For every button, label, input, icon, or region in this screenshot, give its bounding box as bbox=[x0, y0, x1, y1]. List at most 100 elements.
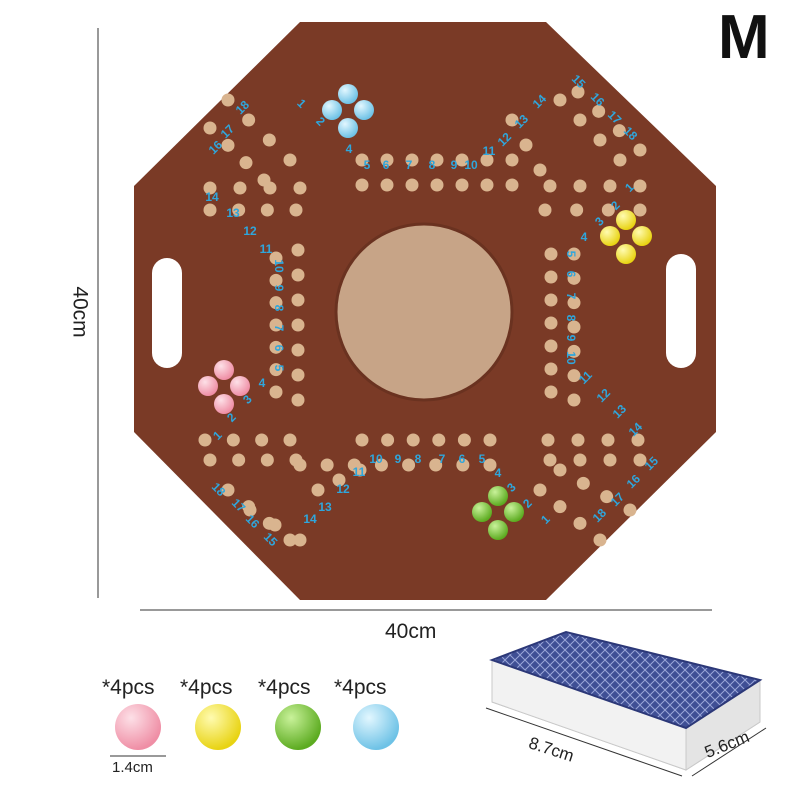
peg-hole bbox=[311, 483, 325, 497]
track-number: 7 bbox=[406, 158, 413, 172]
peg-hole bbox=[291, 243, 305, 257]
pink-marble-icon bbox=[230, 376, 250, 396]
blue-count-label: *4pcs bbox=[334, 676, 387, 699]
peg-hole bbox=[456, 458, 470, 472]
peg-hole bbox=[544, 385, 558, 399]
peg-hole bbox=[269, 385, 283, 399]
peg-hole bbox=[203, 203, 217, 217]
peg-hole bbox=[293, 181, 307, 195]
track-number: 9 bbox=[272, 285, 286, 292]
pink-marble-icon bbox=[214, 360, 234, 380]
peg-hole bbox=[570, 203, 584, 217]
track-number: 13 bbox=[226, 206, 240, 220]
peg-hole bbox=[432, 433, 446, 447]
peg-hole bbox=[538, 203, 552, 217]
peg-hole bbox=[268, 518, 282, 532]
track-number: 7 bbox=[272, 325, 286, 332]
peg-hole bbox=[631, 433, 645, 447]
peg-hole bbox=[289, 453, 303, 467]
peg-hole bbox=[533, 163, 547, 177]
peg-hole bbox=[480, 153, 494, 167]
peg-hole bbox=[353, 463, 367, 477]
track-number: 4 bbox=[259, 376, 266, 390]
yellow-count-label: *4pcs bbox=[180, 676, 233, 699]
track-number: 11 bbox=[353, 465, 366, 479]
green-marble-icon bbox=[472, 502, 492, 522]
peg-hole bbox=[613, 153, 627, 167]
peg-hole bbox=[543, 453, 557, 467]
peg-hole bbox=[633, 453, 647, 467]
peg-hole bbox=[405, 153, 419, 167]
track-number: 5 bbox=[272, 365, 286, 372]
peg-hole bbox=[429, 458, 443, 472]
track-number: 12 bbox=[336, 482, 350, 496]
peg-hole bbox=[402, 458, 416, 472]
pink-marble-icon bbox=[214, 394, 234, 414]
track-number: 9 bbox=[564, 335, 578, 342]
peg-hole bbox=[483, 458, 497, 472]
peg-hole bbox=[553, 93, 567, 107]
peg-hole bbox=[544, 247, 558, 261]
track-number: 4 bbox=[581, 230, 588, 244]
peg-hole bbox=[291, 368, 305, 382]
peg-hole bbox=[573, 113, 587, 127]
track-number: 5 bbox=[564, 251, 578, 258]
peg-hole bbox=[601, 203, 615, 217]
blue-marble-icon bbox=[338, 84, 358, 104]
peg-hole bbox=[544, 362, 558, 376]
peg-hole bbox=[567, 247, 581, 261]
peg-hole bbox=[242, 113, 256, 127]
peg-hole bbox=[239, 156, 253, 170]
peg-hole bbox=[232, 453, 246, 467]
track-number: 8 bbox=[429, 158, 436, 172]
peg-hole bbox=[573, 453, 587, 467]
track-number: 14 bbox=[205, 190, 219, 204]
track-number: 7 bbox=[439, 452, 446, 466]
peg-hole bbox=[593, 533, 607, 547]
green-marble-icon bbox=[488, 520, 508, 540]
track-number: 10 bbox=[369, 452, 383, 466]
track-number: 5 bbox=[364, 158, 371, 172]
track-number: 8 bbox=[272, 305, 286, 312]
card-deck bbox=[489, 630, 763, 771]
green-marble-icon bbox=[488, 486, 508, 506]
peg-hole bbox=[221, 138, 235, 152]
track-number: 4 bbox=[346, 142, 353, 156]
center-well-rim bbox=[334, 222, 514, 402]
peg-hole bbox=[405, 178, 419, 192]
peg-hole bbox=[291, 318, 305, 332]
peg-hole bbox=[283, 433, 297, 447]
peg-hole bbox=[567, 296, 581, 310]
yellow-marble-icon bbox=[616, 210, 636, 230]
peg-hole bbox=[612, 124, 626, 138]
peg-hole bbox=[544, 270, 558, 284]
size-badge: M bbox=[718, 3, 770, 72]
peg-holes bbox=[198, 85, 647, 547]
track-number: 8 bbox=[564, 315, 578, 322]
peg-hole bbox=[541, 433, 555, 447]
peg-hole bbox=[623, 503, 637, 517]
track-number: 4 bbox=[495, 466, 502, 480]
peg-hole bbox=[203, 453, 217, 467]
peg-hole bbox=[603, 453, 617, 467]
peg-hole bbox=[483, 433, 497, 447]
green-marble-icon bbox=[504, 502, 524, 522]
peg-hole bbox=[355, 178, 369, 192]
pink-count-label: *4pcs bbox=[102, 676, 155, 699]
peg-hole bbox=[355, 153, 369, 167]
peg-hole bbox=[553, 500, 567, 514]
peg-hole bbox=[283, 533, 297, 547]
peg-hole bbox=[221, 483, 235, 497]
peg-hole bbox=[600, 490, 614, 504]
track-number: 10 bbox=[464, 158, 478, 172]
peg-hole bbox=[332, 473, 346, 487]
track-number: 11 bbox=[483, 144, 496, 158]
peg-hole bbox=[260, 453, 274, 467]
peg-hole bbox=[233, 181, 247, 195]
peg-hole bbox=[601, 433, 615, 447]
blue-marble-icon bbox=[322, 100, 342, 120]
peg-hole bbox=[203, 181, 217, 195]
peg-hole bbox=[221, 93, 235, 107]
track-number: 8 bbox=[415, 452, 422, 466]
peg-hole bbox=[257, 173, 271, 187]
